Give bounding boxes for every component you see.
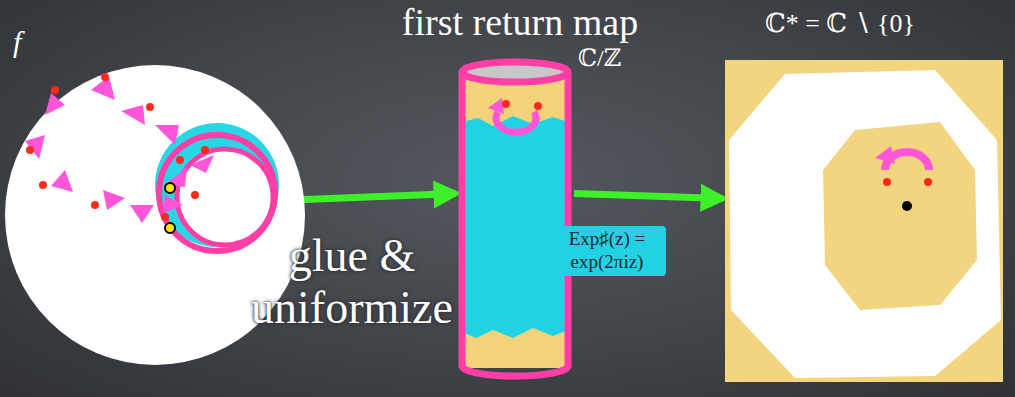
node-label: ℂ* = ℂ ∖ {0} bbox=[765, 8, 915, 39]
edge-note: glue & uniformize bbox=[232, 228, 472, 335]
node-label: ℂ/ℤ bbox=[578, 44, 621, 72]
punctured-plane: ℂ* = ℂ ∖ {0} bbox=[725, 60, 1003, 382]
node-label: f bbox=[13, 25, 21, 59]
slide-title: first return map bbox=[360, 0, 680, 44]
green-arrow bbox=[292, 194, 456, 200]
cylinder: ℂ/ℤ bbox=[458, 60, 572, 378]
punctured-plane-outline bbox=[725, 60, 1003, 382]
green-arrow bbox=[574, 194, 723, 199]
cylinder-outline bbox=[458, 60, 572, 378]
formula-label: Exp♯(z) = exp(2πiz) bbox=[548, 226, 666, 276]
